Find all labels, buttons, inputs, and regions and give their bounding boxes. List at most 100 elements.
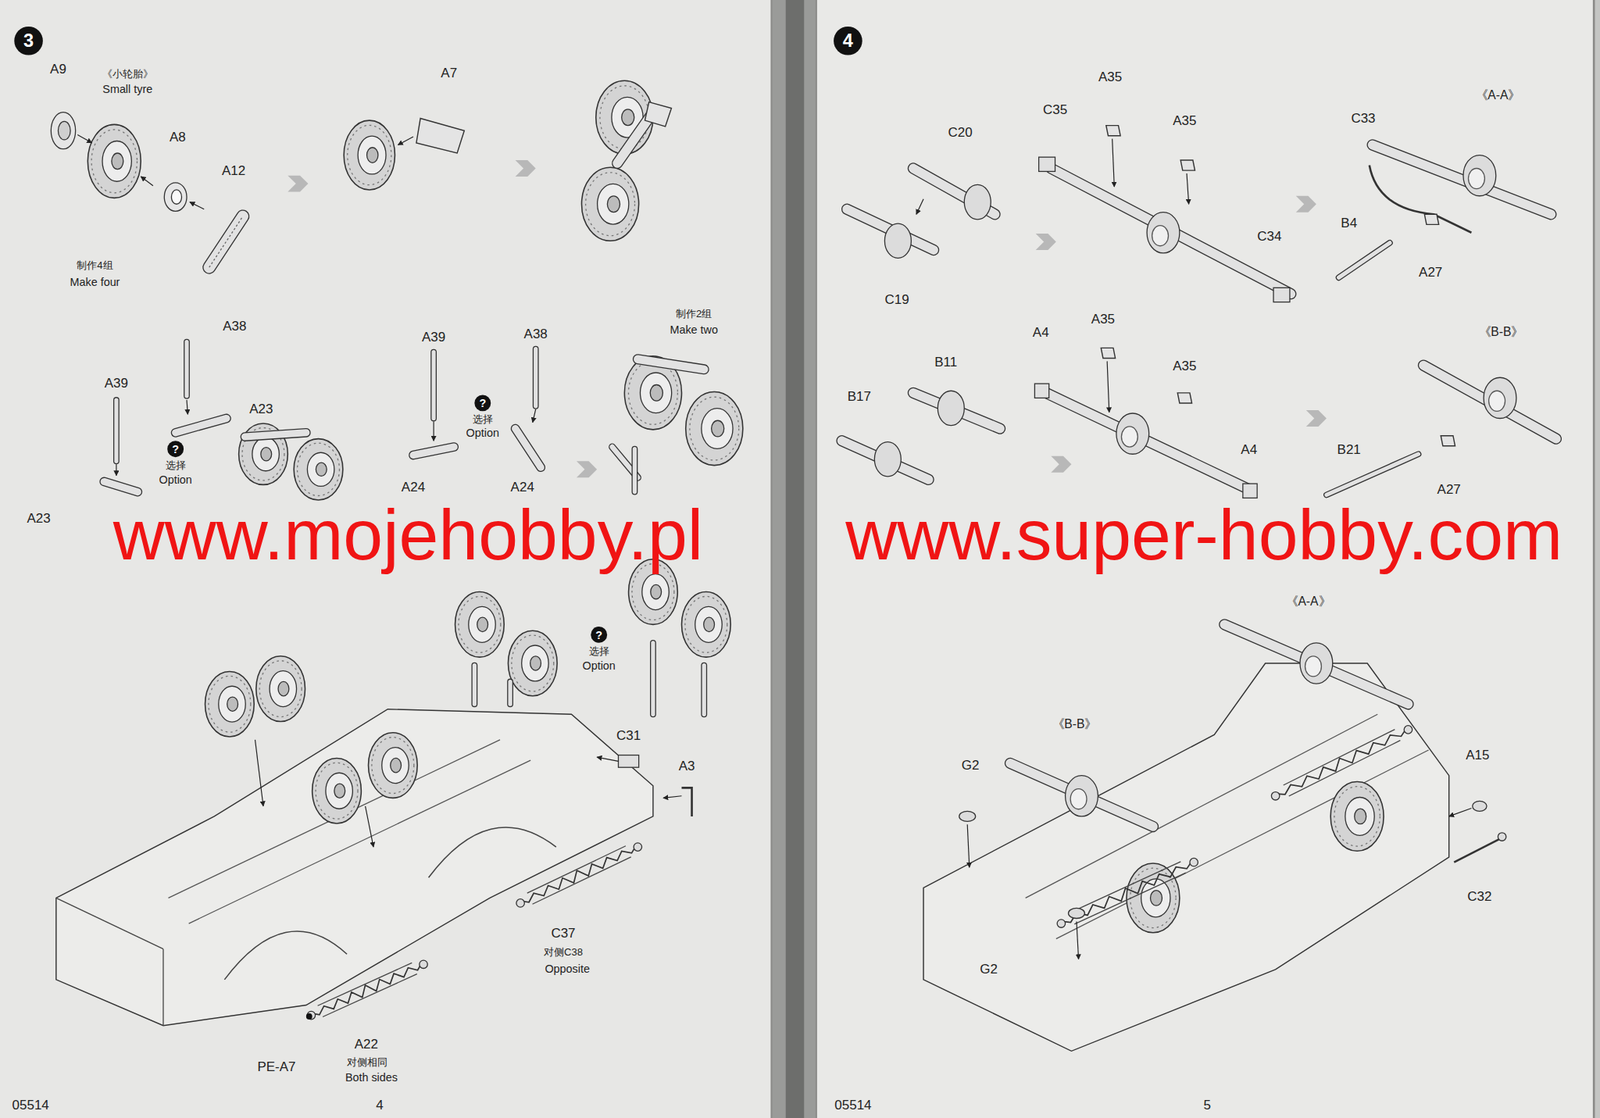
- spring-eye: [419, 960, 428, 968]
- part-number: A27: [1437, 482, 1461, 498]
- leaf-spring: [1274, 727, 1408, 795]
- tyre: [685, 392, 743, 466]
- arm-fill: [103, 481, 138, 492]
- part-number: C37: [550, 926, 575, 942]
- leaf-spring: [1060, 860, 1193, 923]
- guide-arrow: [115, 464, 117, 475]
- guide-arrow: [596, 757, 618, 761]
- part-number: A22: [354, 1037, 379, 1053]
- chassis-rail: [168, 739, 500, 898]
- option-marker: ?: [167, 440, 184, 458]
- rod-fill: [507, 681, 512, 704]
- hub-inner: [57, 121, 71, 140]
- bracket: [1424, 214, 1439, 225]
- rod-fill: [632, 449, 637, 493]
- arm-fill: [515, 428, 542, 468]
- tyre-tread: [689, 396, 740, 461]
- quantity-note: 制作4组: [76, 259, 113, 271]
- spring-leaf: [1074, 872, 1186, 925]
- spring-leaf: [532, 857, 632, 904]
- node-text: ?: [478, 397, 486, 409]
- arm-fill: [209, 216, 243, 268]
- node-text: 3: [23, 31, 34, 50]
- side-note: Both sides: [345, 1071, 398, 1084]
- tyre-outer: [1330, 781, 1384, 851]
- part-number: A4: [1240, 442, 1258, 458]
- axle-tube-fill: [1372, 144, 1552, 215]
- tyre-hub: [607, 196, 620, 213]
- spring-leaf: [1289, 740, 1401, 797]
- part-number: G2: [961, 757, 980, 773]
- tyre-tread: [347, 125, 392, 185]
- tyre-rim: [102, 141, 132, 183]
- bracket: [1180, 160, 1195, 171]
- tyre-tread: [685, 596, 728, 653]
- rod-fill: [533, 349, 538, 407]
- housing-half: [884, 223, 911, 258]
- tyre-rim: [252, 437, 279, 472]
- page-edge: [770, 0, 772, 1118]
- page-number: 5: [1203, 1097, 1211, 1113]
- small-part: [618, 755, 640, 768]
- part-number: C31: [616, 728, 641, 743]
- tyre-outer: [455, 592, 505, 658]
- quantity-note: Make two: [669, 323, 718, 336]
- spring-leaf: [322, 974, 418, 1018]
- fender: [224, 931, 347, 980]
- chassis-front: [56, 897, 164, 949]
- section-label: 《B-B》: [1478, 325, 1524, 340]
- tyre: [312, 757, 362, 824]
- tyre-tread: [511, 635, 554, 692]
- rod: [1339, 242, 1390, 278]
- part-number: A23: [249, 401, 273, 417]
- tyre-outer: [205, 671, 255, 737]
- tyre-rim: [269, 671, 297, 708]
- frame-fill: [637, 359, 704, 370]
- chassis-hull: [56, 709, 654, 1026]
- part-number: A38: [222, 319, 247, 335]
- tyre-tread: [208, 675, 251, 733]
- frame-fill: [244, 432, 306, 437]
- tyre-hub: [530, 656, 542, 671]
- guide-arrow: [532, 409, 536, 423]
- tyre-tread: [91, 129, 137, 193]
- axle-tube: [1423, 365, 1557, 440]
- tyre-rim: [521, 645, 549, 682]
- half-axle-fill: [842, 440, 929, 480]
- differential: [1300, 642, 1333, 684]
- bracket: [1177, 392, 1192, 404]
- page-number: 4: [375, 1097, 383, 1113]
- guide-arrow: [433, 421, 435, 441]
- housing-half: [874, 442, 901, 477]
- guide-arrow: [1112, 139, 1115, 187]
- part-number: B17: [847, 389, 872, 405]
- chassis-rail: [1056, 750, 1429, 940]
- spring-leaf: [1069, 861, 1182, 914]
- tyre-outer: [507, 630, 558, 697]
- tyre-rim: [639, 372, 672, 414]
- part-number: PE-A7: [257, 1060, 296, 1075]
- tyre-outer: [368, 732, 418, 799]
- gutter-dark: [785, 0, 805, 1118]
- tyre-rim: [382, 747, 409, 784]
- left-page: [0, 0, 772, 1118]
- diff-cover: [1070, 789, 1087, 810]
- tyre-hub: [703, 617, 715, 632]
- part-number: A8: [169, 130, 186, 146]
- tyre: [581, 167, 639, 241]
- rod-fill: [114, 400, 118, 461]
- chassis-rail: [1025, 714, 1379, 898]
- rod-fill: [702, 665, 707, 715]
- differential: [1065, 775, 1099, 817]
- frame: [637, 359, 704, 370]
- spring-eye: [633, 842, 642, 851]
- tyre: [1330, 781, 1384, 851]
- tyre-tread: [585, 172, 636, 236]
- part-number: A15: [1465, 747, 1490, 763]
- watermark: www.mojehobby.pl: [113, 496, 704, 575]
- part-title: 《小轮胎》: [102, 67, 154, 79]
- tyre-hub: [278, 681, 290, 696]
- kit-number: 05514: [834, 1097, 872, 1113]
- page-edge: [1592, 0, 1596, 1118]
- tyre-hub: [334, 783, 346, 798]
